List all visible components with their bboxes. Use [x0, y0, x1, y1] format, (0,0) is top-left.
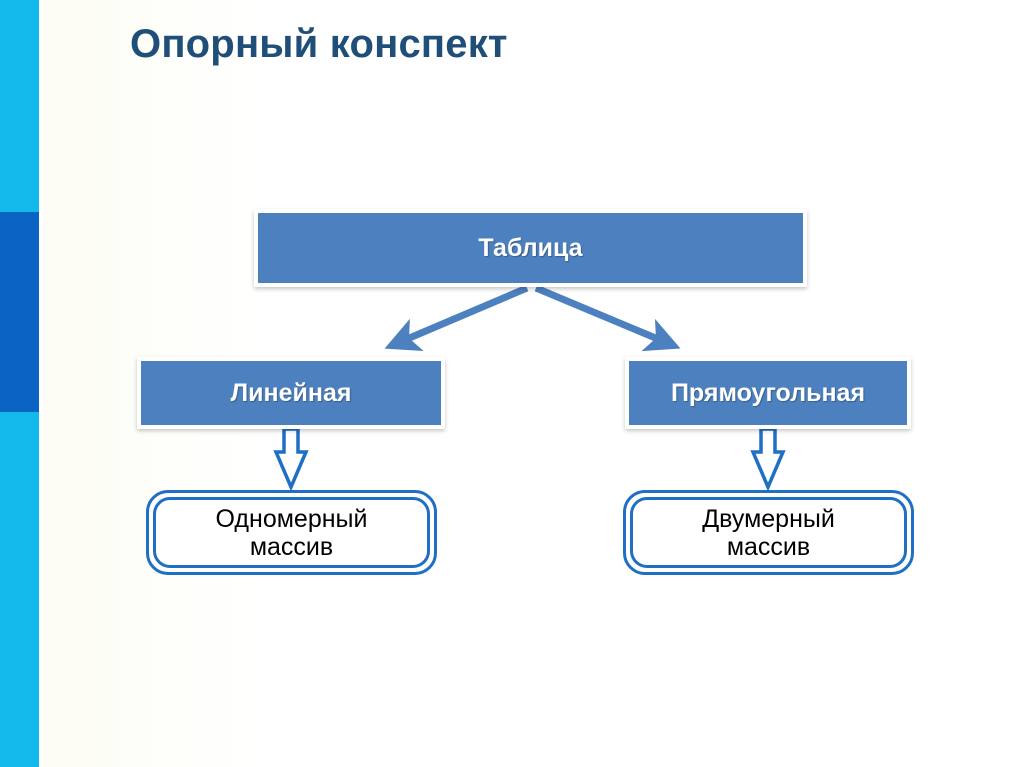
- sidebar-segment-dark-accent: [0, 212, 39, 412]
- node-odnomerny-massiv-line1: Одномерный: [215, 504, 368, 533]
- page-title: Опорный конспект: [130, 22, 508, 66]
- sidebar-segment-cyan-top: [0, 0, 39, 212]
- sidebar-segment-cyan-bottom: [0, 412, 39, 767]
- node-odnomerny-massiv-line2: массив: [249, 532, 334, 561]
- node-dvumerny-massiv-line2: массив: [726, 532, 811, 561]
- connector-root-to-right-branch: [534, 284, 681, 352]
- node-pryamougolnaya[interactable]: Прямоугольная: [625, 357, 911, 429]
- connector-left-branch-to-leaf: [273, 427, 309, 492]
- node-tablica-label: Таблица: [478, 233, 583, 262]
- connector-root-to-left-branch: [384, 284, 529, 351]
- node-lineynaya[interactable]: Линейная: [137, 357, 445, 429]
- connector-right-branch-to-leaf: [750, 427, 786, 492]
- sidebar-divider: [39, 0, 43, 767]
- node-lineynaya-label: Линейная: [230, 378, 352, 407]
- node-dvumerny-massiv-line1: Двумерный: [702, 504, 835, 533]
- node-tablica[interactable]: Таблица: [254, 209, 807, 287]
- node-pryamougolnaya-label: Прямоугольная: [670, 378, 866, 407]
